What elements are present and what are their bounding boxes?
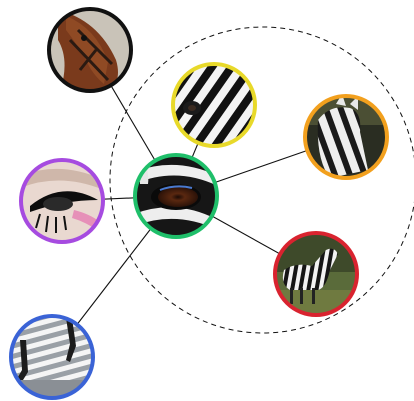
node-horse-head[interactable] [48,8,132,92]
node-zebra-standing[interactable] [274,232,358,316]
node-zebra-head-closeup[interactable] [172,63,256,147]
node-zebra-crossing[interactable] [10,315,94,399]
node-eye-makeup[interactable] [20,159,104,243]
node-center-zebra-eye[interactable] [134,154,218,238]
node-zebra-portrait[interactable] [304,94,388,179]
